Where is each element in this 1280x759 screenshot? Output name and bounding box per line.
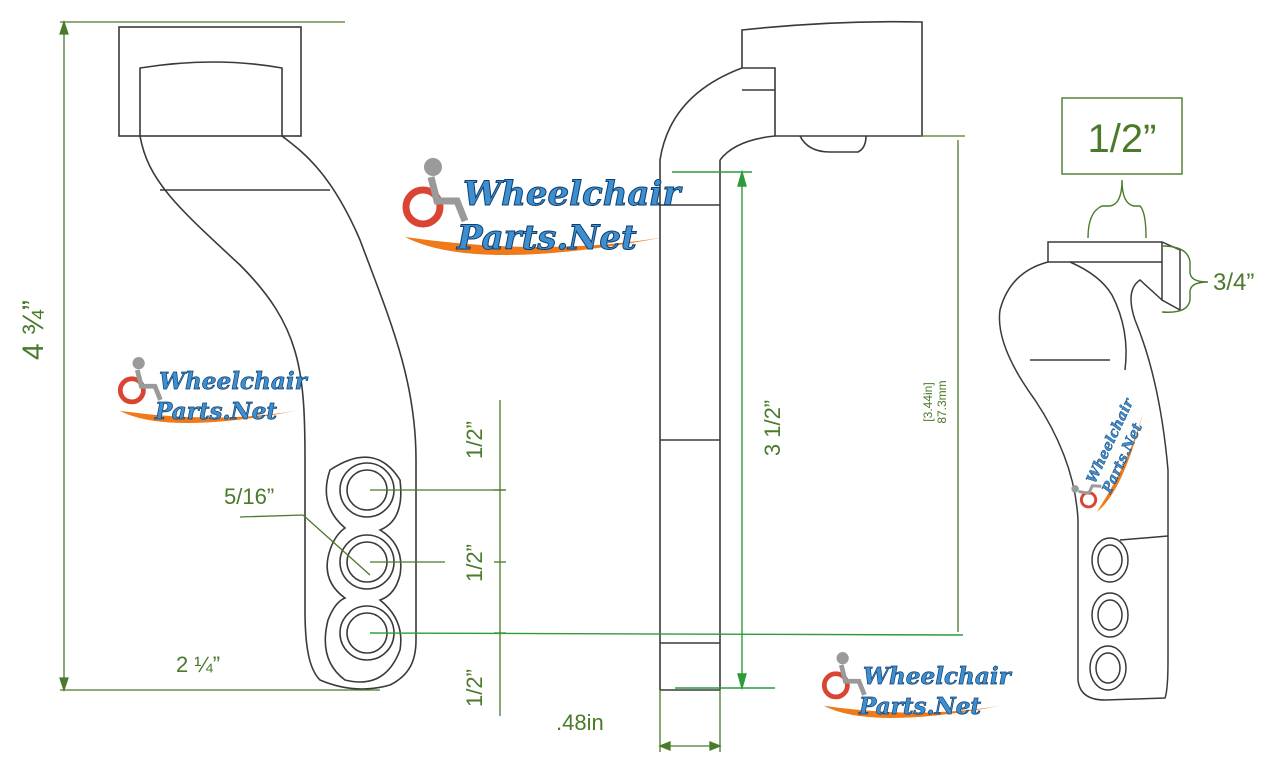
logo-line-1: Wheelchair	[863, 663, 1013, 690]
bottom-width-label: 2 ¼”	[176, 652, 220, 677]
bottom-offset-label: 1/2”	[462, 669, 487, 707]
logo-line-2: Parts.Net	[456, 218, 637, 258]
hole-diameter-label: 5/16”	[224, 484, 274, 509]
side-view-thickness-dimension	[658, 690, 722, 752]
brand-logo: Wheelchair Parts.Net	[402, 158, 683, 259]
brand-logo: Wheelchair Parts.Net	[1071, 395, 1146, 512]
logo-line-2: Parts.Net	[154, 398, 277, 425]
wheelchair-icon	[821, 652, 867, 700]
brand-logo: Wheelchair Parts.Net	[117, 357, 309, 425]
wheelchair-icon	[402, 158, 469, 228]
hole-spacing-label-1: 1/2”	[462, 421, 487, 459]
logo-swoosh	[823, 705, 1001, 718]
hole-spacing-label-2: 1/2”	[462, 544, 487, 582]
side-view-dimension-lines	[369, 169, 964, 691]
logo-line-2: Parts.Net	[858, 693, 981, 720]
iso-view-part	[998, 241, 1181, 701]
side-thickness-label: .48in	[556, 710, 604, 735]
wheelchair-icon	[117, 357, 163, 405]
iso-top-width-box	[1061, 97, 1183, 175]
front-view-part	[118, 26, 417, 690]
side-height-label: 3 1/2”	[760, 400, 785, 456]
side-view-metric-dimension	[920, 135, 965, 632]
iso-top-width-label: 1/2”	[1088, 117, 1157, 161]
side-height-imperial-label: [3.44in]	[921, 382, 935, 421]
wheelchair-icon	[1071, 484, 1102, 509]
iso-top-height-label: 3/4”	[1213, 269, 1254, 296]
front-view-dimension-lines	[59, 19, 506, 716]
logo-line-1: Wheelchair	[159, 368, 309, 395]
logo-swoosh	[119, 410, 297, 423]
side-height-metric-label: 87.3mm	[935, 380, 949, 423]
overall-height-label: 4 ¾”	[17, 300, 50, 360]
logo-line-1: Wheelchair	[463, 174, 682, 214]
side-view-part	[659, 20, 923, 691]
brand-logo: Wheelchair Parts.Net	[821, 652, 1013, 720]
logo-swoosh	[405, 237, 665, 255]
iso-dimension-lines	[1061, 97, 1209, 313]
